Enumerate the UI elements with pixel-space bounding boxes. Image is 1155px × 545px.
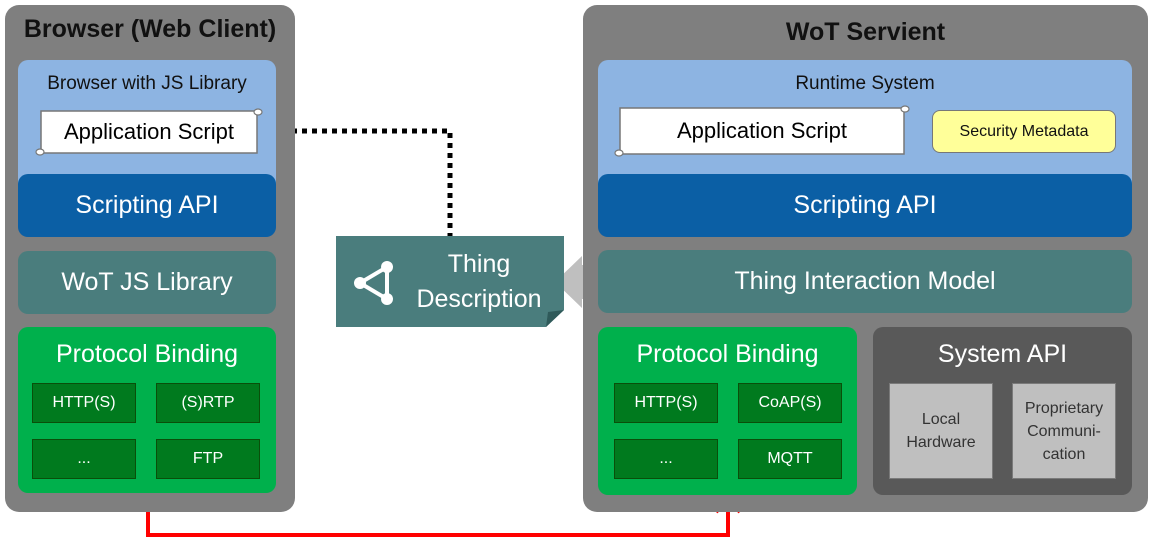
browser-chip-ftp: FTP — [156, 439, 260, 479]
system-api-title: System API — [937, 340, 1068, 368]
servient-title: WoT Servient — [785, 18, 946, 46]
td-fetch-dotted-arrow — [262, 128, 453, 238]
thing-description-box — [336, 236, 564, 327]
browser-scripting-api: Scripting API — [18, 174, 276, 237]
browser-app-script-label: Application Script — [64, 119, 234, 144]
browser-title: Browser (Web Client) — [23, 15, 277, 43]
servient-chip-mqtt: MQTT — [738, 439, 842, 479]
system-api-proprietary-communication: Proprietary Communi- cation — [1012, 383, 1116, 479]
servient-scripting-api: Scripting API — [598, 174, 1132, 237]
thing-description-label-line2: Description — [416, 285, 542, 313]
servient-app-script-label: Application Script — [677, 118, 847, 143]
servient-protocol-binding-title: Protocol Binding — [636, 340, 819, 368]
security-metadata: Security Metadata — [932, 110, 1116, 153]
browser-chip-more: ... — [32, 439, 136, 479]
thing-interaction-model: Thing Interaction Model — [598, 250, 1132, 313]
servient-runtime-label: Runtime System — [795, 73, 935, 94]
servient-chip-https: HTTP(S) — [614, 383, 718, 423]
browser-runtime-label: Browser with JS Library — [47, 73, 247, 94]
proprietary-line1: Proprietary — [1024, 399, 1104, 417]
local-hardware-line2: Hardware — [906, 434, 976, 451]
browser-protocol-binding-title: Protocol Binding — [55, 340, 239, 368]
browser-app-script-scroll — [35, 108, 263, 156]
browser-chip-https: HTTP(S) — [32, 383, 136, 423]
thing-description-label-line1: Thing — [447, 250, 511, 278]
servient-chip-more: ... — [614, 439, 718, 479]
system-api-local-hardware: Local Hardware — [889, 383, 993, 479]
protocol-connection-arrow — [146, 494, 730, 537]
proprietary-line3: cation — [1042, 445, 1086, 463]
wot-js-library: WoT JS Library — [18, 251, 276, 314]
local-hardware-line1: Local — [921, 411, 961, 428]
servient-chip-coaps: CoAP(S) — [738, 383, 842, 423]
browser-chip-srtp: (S)RTP — [156, 383, 260, 423]
share-node-icon — [354, 261, 393, 305]
proprietary-line2: Communi- — [1027, 422, 1101, 440]
servient-app-script-scroll — [614, 105, 910, 157]
